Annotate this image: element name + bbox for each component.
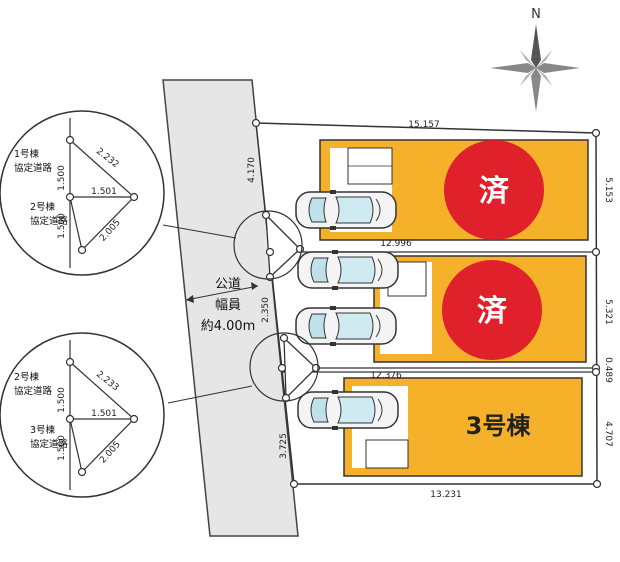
compass-needle-west [490,63,536,73]
compass-needle-south [531,68,541,112]
detail-upper-label-a-line2: 協定道路 [14,162,53,174]
detail-upper-label-a-line1: 1号棟 [14,148,40,160]
road-label-line2: 幅員 [215,298,241,313]
road-label-line3: 約4.00m [201,319,256,334]
dim-lot3-top: 12.376 [370,371,402,381]
dim-bottom: 13.231 [430,490,462,500]
car-icon [295,189,397,231]
dim-left-lower: 3.725 [279,433,289,459]
detail-lower-label-b-line2: 協定道路 [30,438,69,450]
detail-upper-dim-mid: 1.501 [91,187,117,197]
dim-right-gap: 0.489 [603,357,613,383]
detail-upper-label-b-line1: 2号棟 [30,201,56,213]
detail-upper-label-b-line2: 協定道路 [30,215,69,227]
car-icon [297,389,399,431]
lot-2: 済 [373,255,587,363]
lot-3-name: 3号棟 [466,412,532,440]
car-icon [295,305,397,347]
public-road [162,79,299,537]
dim-right-lot3: 4.707 [603,421,613,447]
dim-lot1-bottom: 12.996 [380,239,412,249]
detail-lower-label-a-line2: 協定道路 [14,385,53,397]
dim-left-upper: 4.170 [247,157,257,183]
dim-right-lot2: 5.321 [603,299,613,325]
compass-needle-east [536,63,580,73]
sold-label-lot-2: 済 [477,294,508,329]
sold-label-lot-1: 済 [479,174,510,209]
detail-lower-label-b-line1: 3号棟 [30,424,56,436]
dim-right-lot1: 5.153 [603,177,613,203]
sold-badge-lot-1 [444,140,544,240]
north-label: N [531,7,541,22]
detail-lower-label-a-line1: 2号棟 [14,371,40,383]
sold-badge-lot-2 [442,260,542,360]
detail-lower-dim-vert-bottom: 1.500 [57,435,67,461]
detail-lower-dim-vert-top: 1.500 [57,387,67,413]
compass-needle-north [531,24,541,68]
car-icon [297,249,399,291]
dim-left-middle: 2.350 [261,297,271,323]
detail-lower: 2号棟 協定道路 3号棟 協定道路 2.233 1.500 1.501 1.50… [0,332,165,498]
detail-upper: 1号棟 協定道路 2号棟 協定道路 2.232 1.500 1.501 1.50… [0,110,165,276]
detail-upper-dim-vert-top: 1.500 [57,165,67,191]
dim-top: 15.157 [408,120,440,130]
detail-lower-dim-mid: 1.501 [91,409,117,419]
compass-rose: N [490,7,580,112]
road-label-line1: 公道 [215,277,241,292]
detail-upper-dim-vert-bottom: 1.500 [57,213,67,239]
